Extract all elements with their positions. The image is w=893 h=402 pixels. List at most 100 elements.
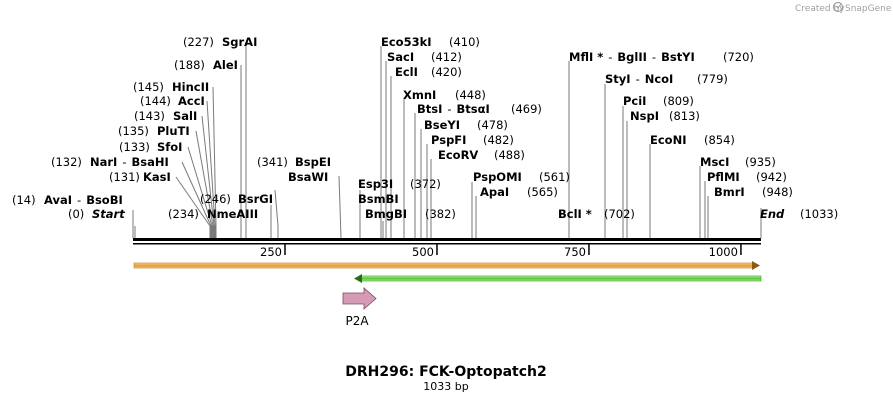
site-leader-bspe (338, 175, 342, 239)
site-label-plut[interactable]: (135)PluTI (118, 124, 190, 138)
site-label-bsaw[interactable]: BsaWI (288, 170, 328, 184)
site-label-pspfi[interactable]: (482)PspFI (431, 133, 514, 147)
site-label-saci[interactable]: (412) SacI (387, 50, 462, 64)
site-label-bcli[interactable]: (702) BclI * (558, 207, 635, 221)
site-label-sfoi[interactable]: (133)SfoI (119, 140, 182, 154)
site-enzyme-name: PciI (623, 94, 646, 108)
site-enzyme: HincII (172, 80, 209, 94)
site-label-esp3i[interactable]: (372)Esp3I (358, 177, 441, 191)
site-label-xmni[interactable]: (448)XmnI (403, 88, 486, 102)
site-label-btsi[interactable]: (469)BtsI-BtsαI (417, 102, 542, 116)
site-label-nspi[interactable]: (813)NspI (630, 109, 700, 123)
site-label-bspe[interactable]: (341)BspEI (257, 155, 331, 169)
restriction-site-labels: (14)AvaI-BsoBI(0) Start (131)KasI(132)NarI… (12, 35, 838, 221)
site-separator: - (77, 193, 81, 207)
site-position: (948) (762, 185, 793, 199)
site-label-nmea[interactable]: (234) NmeAIII (168, 207, 258, 221)
site-separator: - (608, 50, 612, 64)
site-enzyme-name: BseYI (424, 118, 460, 132)
site-enzyme-name: NspI (630, 109, 659, 123)
site-position: (488) (494, 148, 525, 162)
site-enzyme-name: KasI (143, 170, 171, 184)
site-label-hinc[interactable]: (145)HincII (133, 80, 209, 94)
site-label-pspomi[interactable]: (561)PspOMI (473, 170, 570, 184)
site-label-acci[interactable]: (144)AccI (140, 94, 205, 108)
site-enzyme-name: PluTI (157, 124, 190, 138)
site-position: (942) (756, 170, 787, 184)
site-label-mfli[interactable]: (720)MflI *-BglII-BstYI (569, 50, 754, 64)
site-position: (382) (425, 207, 456, 221)
site-enzyme-name: MflI *-BglII-BstYI (569, 50, 695, 64)
site-label-bmri[interactable]: (948)BmrI (714, 185, 793, 199)
site-position: (0) (68, 207, 84, 221)
site-enzyme: BtsI (417, 102, 442, 116)
snapgene-logo-icon (832, 1, 844, 13)
site-enzyme-name: SacI (387, 50, 414, 64)
site-label-alei[interactable]: (188)AleI (174, 58, 238, 72)
feature-p2a[interactable]: P2A (342, 287, 377, 328)
site-label-ecli[interactable]: (420)EclI (395, 65, 462, 79)
site-label-apai[interactable]: (565)ApaI (480, 185, 558, 199)
site-position: (702) (604, 207, 635, 221)
site-label-styi[interactable]: (779)StyI-NcoI (605, 72, 728, 86)
site-separator: - (636, 72, 640, 86)
site-enzyme: MflI * (569, 50, 603, 64)
site-label-pcii[interactable]: (809)PciI (623, 94, 694, 108)
snapgene-credit: Created by SnapGene (795, 1, 892, 14)
site-separator: - (652, 50, 656, 64)
site-enzyme: AleI (213, 58, 238, 72)
site-enzyme: Start (92, 207, 125, 221)
ruler-tick-label: 750 (564, 245, 586, 259)
site-leader-nari (181, 161, 212, 238)
feature-forward-orange[interactable] (133, 261, 760, 270)
ruler-tick-label: 500 (412, 245, 434, 259)
site-label-ecorv[interactable]: (488) EcoRV (438, 148, 525, 162)
site-enzyme: NmeAIII (207, 207, 258, 221)
site-label-avai[interactable]: (14)AvaI-BsoBI (12, 193, 123, 207)
site-label-start[interactable]: (0) Start (68, 207, 125, 221)
site-leader-kasi (175, 176, 211, 238)
site-label-end[interactable]: (1033)End (760, 207, 838, 221)
site-enzyme: PspOMI (473, 170, 522, 184)
site-label-nari[interactable]: (132)NarI-BsaHI (51, 155, 169, 169)
site-enzyme: AvaI (44, 193, 72, 207)
site-enzyme: StyI (605, 72, 631, 86)
feature-p2a-label: P2A (345, 314, 369, 328)
site-position: (341) (257, 155, 288, 169)
site-label-bsrg[interactable]: (246)BsrGI (200, 192, 273, 206)
site-enzyme-name: AvaI-BsoBI (44, 193, 123, 207)
site-position: (935) (745, 155, 776, 169)
site-position: (143) (134, 109, 165, 123)
site-label-eco53[interactable]: (410)Eco53kI (381, 35, 480, 49)
site-enzyme-name: BclI * (558, 207, 592, 221)
site-separator: - (122, 155, 126, 169)
site-label-econi[interactable]: (854)EcoNI (650, 133, 735, 147)
site-enzyme: BsmBI (358, 192, 399, 206)
site-label-msci[interactable]: (935)MscI (700, 155, 776, 169)
site-position: (132) (51, 155, 82, 169)
site-enzyme: PluTI (157, 124, 190, 138)
site-label-sali[interactable]: (143)SalI (134, 109, 197, 123)
site-enzyme-name: EcoRV (438, 148, 478, 162)
feature-reverse-green[interactable] (354, 274, 762, 283)
site-label-bsmbi[interactable]: BsmBI (358, 192, 399, 206)
site-enzyme-name: PspOMI (473, 170, 522, 184)
site-label-kasi[interactable]: (131)KasI (109, 170, 171, 184)
site-enzyme: BmgBI (365, 207, 407, 221)
site-label-bmgbi[interactable]: (382) BmgBI (365, 207, 456, 221)
site-label-bseyi[interactable]: (478)BseYI (424, 118, 508, 132)
site-enzyme-name: NmeAIII (207, 207, 258, 221)
site-label-pflmi[interactable]: (942)PflMI (707, 170, 787, 184)
site-enzyme-name: HincII (172, 80, 209, 94)
site-enzyme: End (760, 207, 785, 221)
site-position: (372) (410, 177, 441, 191)
site-label-sgra[interactable]: (227)SgrAI (183, 35, 257, 49)
site-enzyme-name: EcoNI (650, 133, 686, 147)
site-position: (234) (168, 207, 199, 221)
ruler-tick-label: 250 (260, 245, 282, 259)
site-enzyme: ApaI (480, 185, 509, 199)
site-enzyme: Eco53kI (381, 35, 432, 49)
site-leader-sfoi (187, 146, 213, 238)
site-enzyme-name: BmgBI (365, 207, 407, 221)
site-position: (412) (431, 50, 462, 64)
